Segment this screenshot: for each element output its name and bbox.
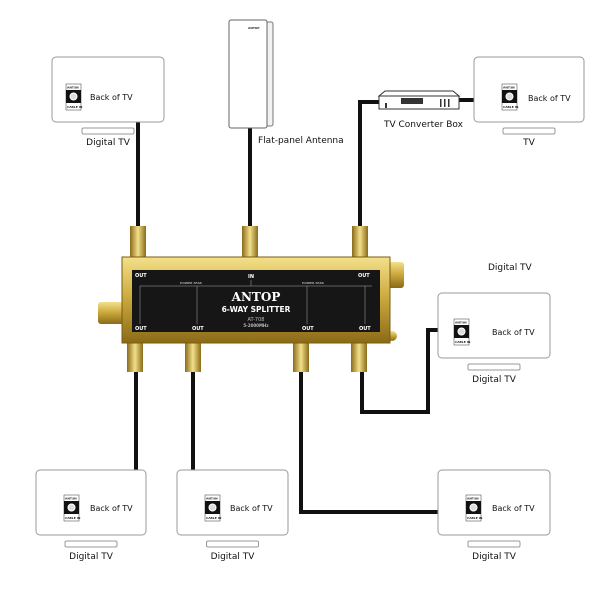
floating-digital-tv-label: Digital TV — [488, 263, 533, 273]
tv-label: Digital TV — [472, 552, 517, 562]
back-of-tv-label: Back of TV — [528, 94, 571, 103]
port-bottom-label: CABLE IN — [65, 516, 81, 520]
tv-3: ANT/IN CABLE IN Back of TV Digital TV — [437, 292, 551, 385]
power-pass-label-2: POWER PASS — [302, 281, 324, 285]
bottom-connectors — [127, 340, 367, 372]
splitter-title: 6-WAY SPLITTER — [222, 305, 291, 314]
tv-5: ANT/IN CABLE IN Back of TV Digital TV — [176, 469, 289, 562]
port-bottom-label: CABLE IN — [467, 516, 483, 520]
mount-tab-right — [388, 262, 404, 288]
tv-6: ANT/IN CABLE IN Back of TV Digital TV — [437, 469, 551, 562]
port-bottom-label: CABLE IN — [503, 105, 519, 109]
coax-port-icon — [505, 92, 514, 101]
port-top-label: ANT/IN — [67, 86, 79, 90]
six-way-splitter: IN OUT OUT OUT OUT OUT OUT POWER PASS PO… — [98, 226, 404, 372]
tv-label: Digital TV — [211, 552, 256, 562]
power-pass-label-1: POWER PASS — [180, 281, 202, 285]
mount-tab-left — [98, 302, 126, 324]
tv-1: ANT/IN CABLE IN Back of TV Digital TV — [51, 56, 165, 148]
tv-screen-frame — [473, 56, 585, 123]
tv-label: Digital TV — [86, 138, 131, 148]
converter-label: TV Converter Box — [383, 120, 464, 130]
out-label-4: OUT — [192, 326, 204, 332]
port-bottom-label: CABLE IN — [206, 516, 222, 520]
back-of-tv-label: Back of TV — [90, 93, 133, 102]
tv-stand — [81, 127, 135, 135]
tv-screen-frame — [176, 469, 289, 536]
out-label-1: OUT — [135, 273, 147, 279]
tv-stand — [467, 540, 521, 548]
cable-tv3 — [360, 328, 456, 414]
coax-port-icon — [469, 503, 478, 512]
port-top-label: ANT/IN — [65, 497, 77, 501]
splitter-brand: ANTOP — [231, 290, 281, 304]
tv-stand — [206, 540, 259, 548]
back-of-tv-label: Back of TV — [492, 328, 535, 337]
back-of-tv-label: Back of TV — [230, 504, 273, 513]
out-label-5: OUT — [302, 326, 314, 332]
tv-stand — [64, 540, 118, 548]
port-top-label: ANT/IN — [467, 497, 479, 501]
tv-stand — [502, 127, 556, 135]
in-label: IN — [248, 274, 254, 280]
back-of-tv-label: Back of TV — [492, 504, 535, 513]
splitter-model: AT-708 — [248, 317, 265, 323]
port-bottom-label: CABLE IN — [67, 105, 83, 109]
coax-port-icon — [457, 327, 466, 336]
flat-panel-antenna: ANTOP Flat-panel Antenna — [228, 19, 344, 146]
port-top-label: ANT/IN — [503, 86, 515, 90]
tv-converter-box: TV Converter Box — [377, 90, 464, 130]
port-top-label: ANT/IN — [206, 497, 218, 501]
tv-label: Digital TV — [69, 552, 114, 562]
top-connectors — [130, 226, 368, 258]
antenna-logo: ANTOP — [248, 26, 260, 30]
tv-2: ANT/IN CABLE IN Back of TV TV — [473, 56, 585, 148]
splitter-frequency: 5-2000MHz — [243, 323, 269, 328]
tv-stand — [467, 363, 521, 371]
back-of-tv-label: Back of TV — [90, 504, 133, 513]
cable-tv6 — [299, 370, 470, 514]
cable-converter-in — [358, 100, 380, 230]
tv-4: ANT/IN CABLE IN Back of TV Digital TV — [35, 469, 147, 562]
tv-label: Digital TV — [472, 375, 517, 385]
port-bottom-label: CABLE IN — [455, 340, 471, 344]
coax-port-icon — [67, 503, 76, 512]
out-label-6: OUT — [359, 326, 371, 332]
port-top-label: ANT/IN — [455, 321, 467, 325]
tv-label: TV — [522, 138, 535, 148]
antenna-label: Flat-panel Antenna — [258, 136, 344, 146]
coax-port-icon — [208, 503, 217, 512]
coax-port-icon — [69, 92, 78, 101]
out-label-2: OUT — [358, 273, 370, 279]
out-label-3: OUT — [135, 326, 147, 332]
tv-screen-frame — [35, 469, 147, 536]
tv-screen-frame — [437, 469, 551, 536]
